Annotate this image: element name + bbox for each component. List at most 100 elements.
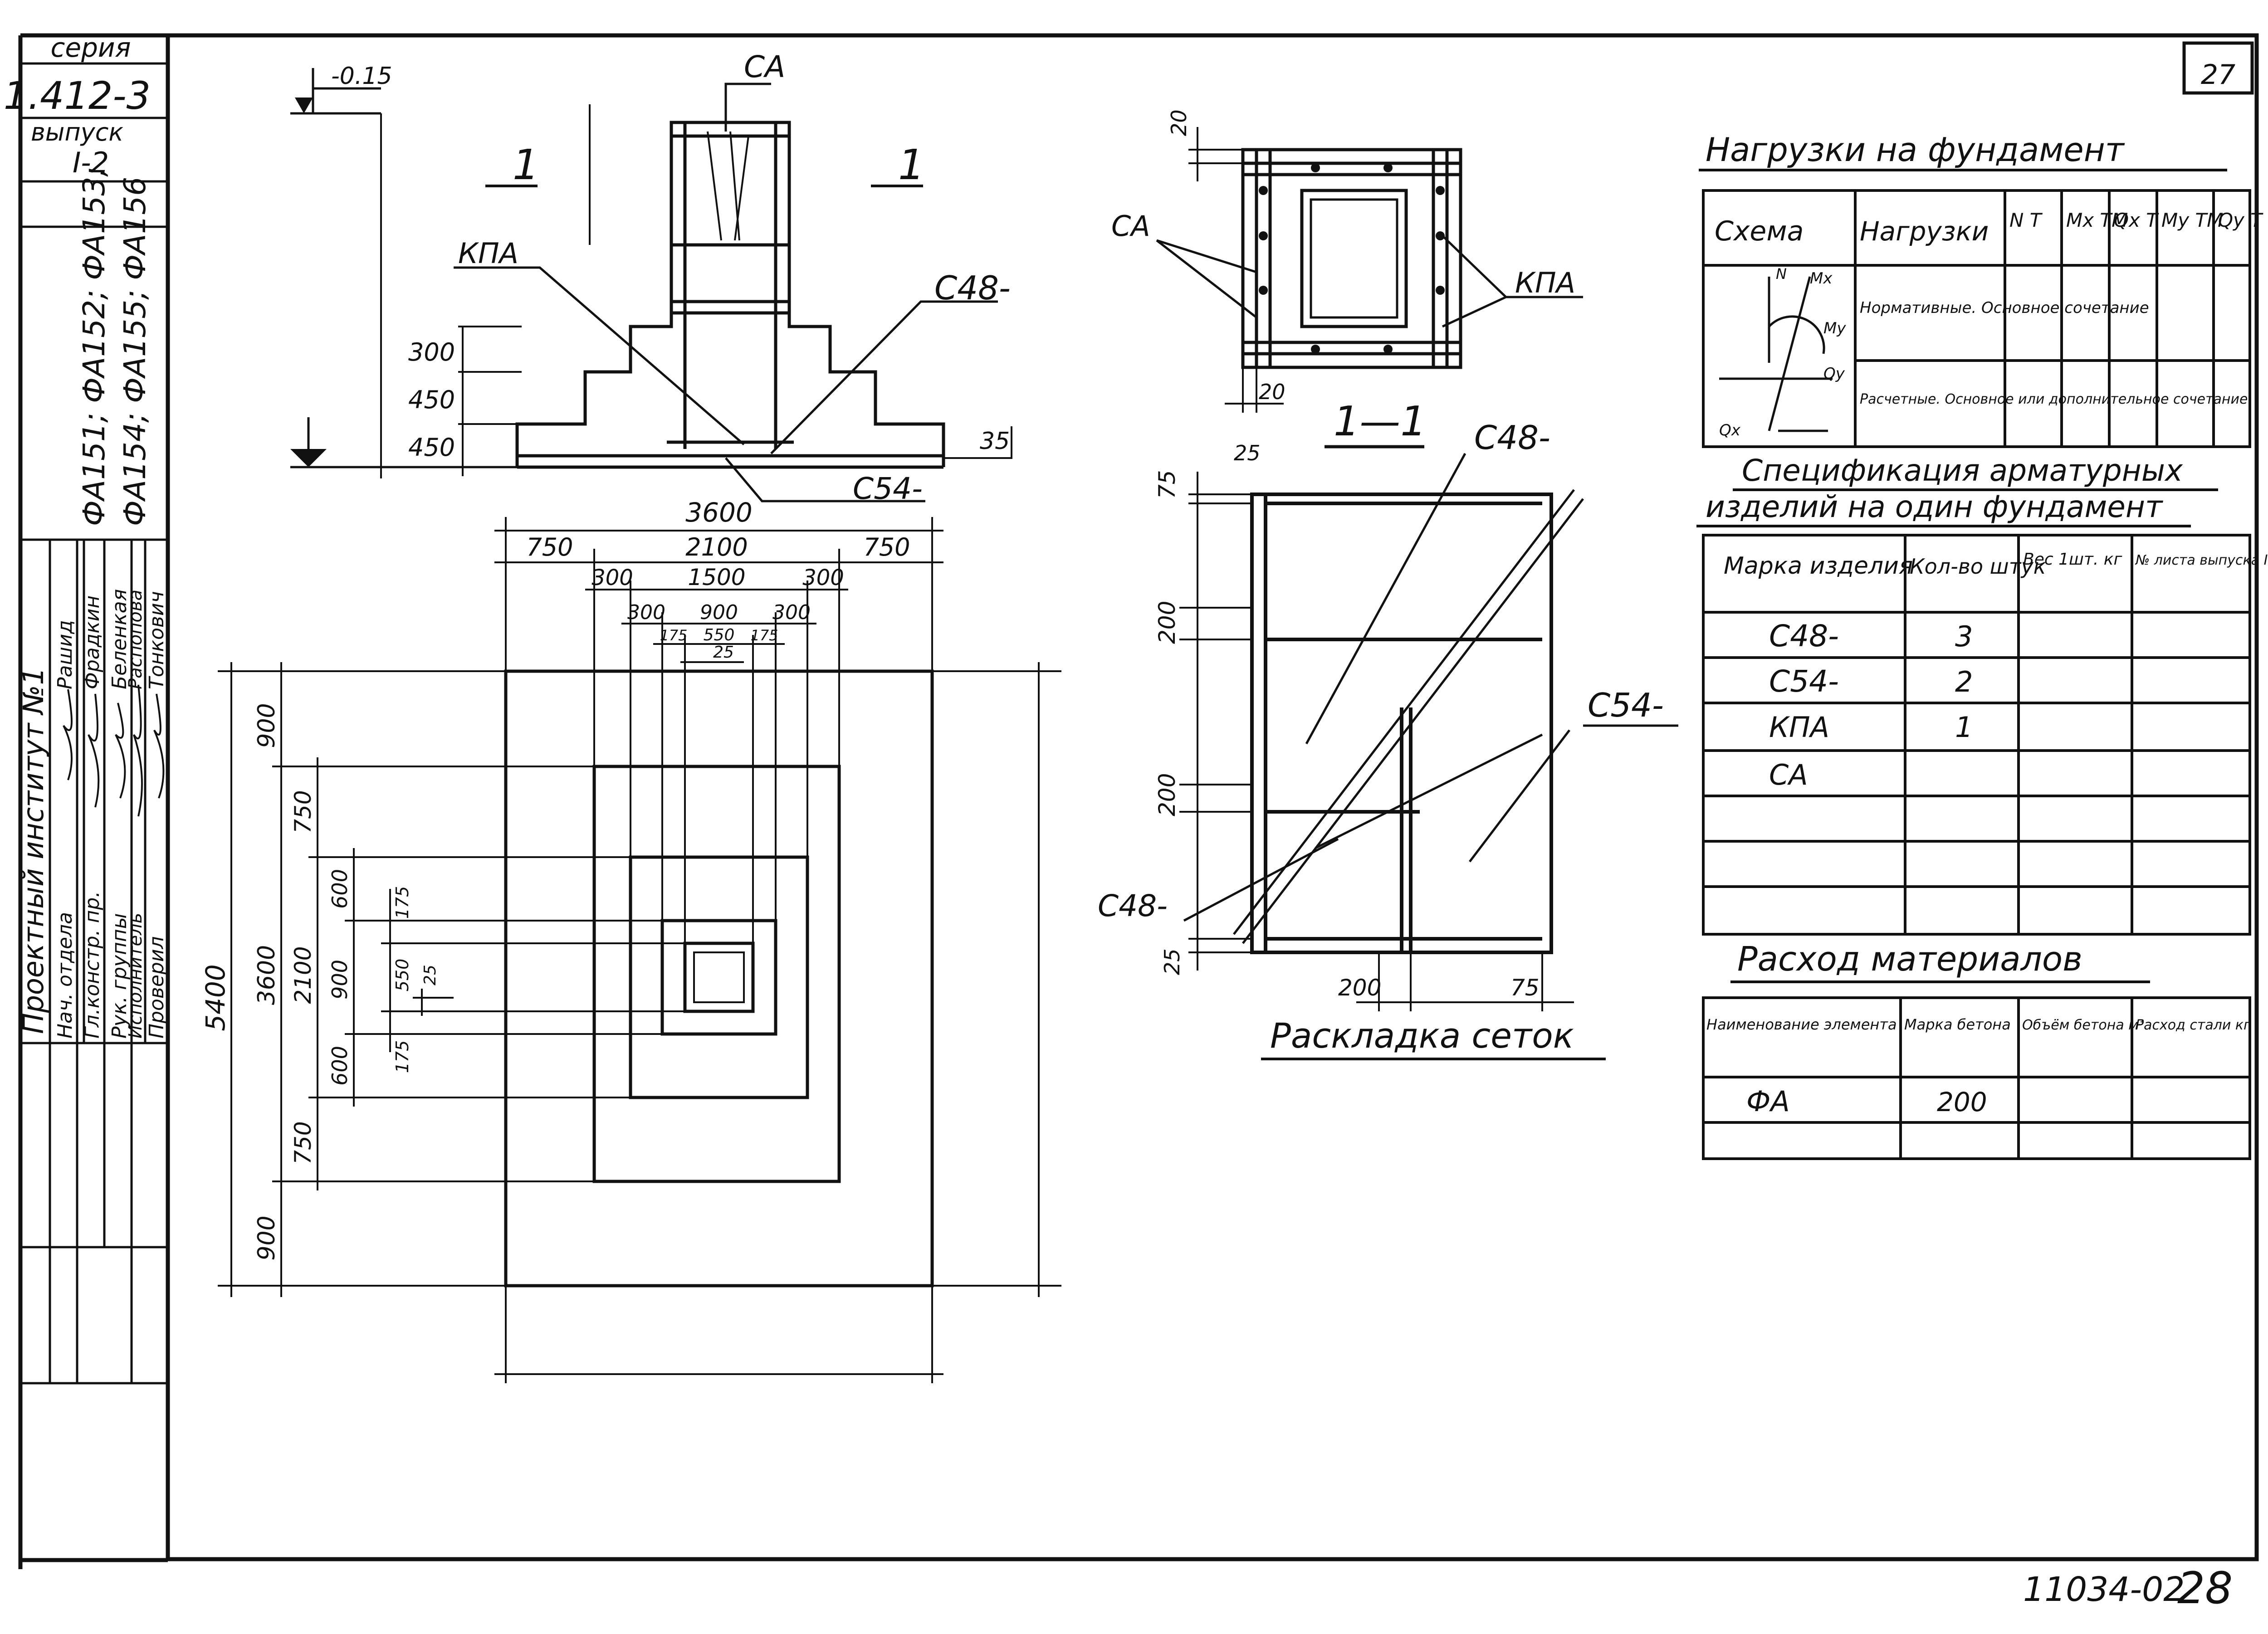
spec-title-1: Спецификация арматурных (1742, 453, 2183, 488)
spec-header-sheet: № листа выпуска II (2135, 552, 2268, 568)
plan-dim-750-right: 750 (863, 533, 910, 561)
elevation-value: -0.15 (331, 63, 392, 90)
spec-title-2: изделий на один фундамент (1706, 489, 2164, 524)
section-view: -0.15 1 1 СА КПА С48- (290, 49, 1012, 506)
plan-dim-2100-left: 2100 (290, 946, 316, 1004)
name-2: Беленкая (108, 589, 131, 689)
name-4: Тонкович (145, 591, 168, 689)
section-mark-right: 1 (898, 141, 925, 189)
mesh-top-dim-20-a: 20 (1167, 109, 1191, 136)
mesh-dim-25-bottom: 25 (1160, 948, 1184, 975)
label-c48-left: С48- (1098, 888, 1168, 923)
materials-title: Расход материалов (1737, 940, 2082, 979)
label-c54-layout: С54- (1588, 686, 1664, 724)
signatures (63, 684, 165, 817)
scheme-my: My (1823, 319, 1846, 337)
scheme-qy: Qy (1823, 365, 1845, 383)
spec-row-3-qty: 1 (1955, 711, 1973, 744)
mesh-dim-200-h: 200 (1338, 975, 1381, 1001)
plan-outlines (504, 669, 934, 1288)
plan-dim-175-b: 175 (750, 627, 778, 644)
stamp-names: Рашид Фрадкин Беленкая Распопова Тонкови… (54, 589, 168, 689)
plan-dim-300-b: 300 (802, 565, 844, 590)
spec-row-2-qty: 2 (1955, 665, 1973, 698)
loads-header-scheme: Схема (1715, 215, 1804, 247)
elevation-mark: -0.15 (290, 63, 392, 115)
spec-row-1-qty: 3 (1955, 620, 1973, 653)
materials-header-grade: Марка бетона (1904, 1016, 2011, 1033)
plan-dim-600-bottom: 600 (327, 1046, 352, 1086)
series-label: серия (51, 32, 131, 63)
label-kpa-section: КПА (458, 237, 518, 270)
step-height-1: 300 (408, 338, 455, 366)
loads-row-normative: Нормативные. Основное сочетание (1860, 299, 2149, 317)
loads-title: Нагрузки на фундамент (1706, 131, 2125, 169)
spec-row-1-mark: С48- (1769, 619, 1839, 654)
spec-header-mark: Марка изделия (1724, 552, 1913, 580)
step-height-3: 450 (408, 433, 455, 462)
spec-row-3-mark: КПА (1769, 711, 1829, 744)
label-sa-mesh: СА (1111, 210, 1150, 243)
materials-header-steel: Расход стали кг (2136, 1017, 2251, 1033)
spec-row-2-mark: С54- (1769, 664, 1839, 699)
scheme-mx: Mx (1810, 269, 1833, 288)
name-0: Рашид (54, 620, 77, 689)
plan-dim-750-top: 750 (290, 790, 316, 833)
plan-dim-900-bottom: 900 (253, 1215, 280, 1260)
plan-dim-900-mid: 900 (327, 960, 352, 1000)
plan-dim-750-left: 750 (526, 533, 573, 561)
materials-row-grade: 200 (1937, 1087, 1987, 1117)
label-c48-top: С48- (1474, 419, 1550, 457)
marks-line-2: ФА154; ФА155; ФА156 (117, 177, 152, 526)
plan-dim-750-bottom: 750 (290, 1121, 316, 1164)
issue-number: I-2 (73, 146, 109, 179)
plan-dim-300-a: 300 (591, 565, 633, 590)
spec-table: Спецификация арматурных изделий на один … (1696, 453, 2268, 936)
plan-overall-length: 5400 (200, 964, 231, 1031)
loads-header-n: N Т (2009, 209, 2043, 231)
marks-line-1: ФА151; ФА152; ФА153; (77, 167, 112, 526)
materials-row-name: ФА (1746, 1085, 1790, 1118)
role-2: Рук. группы (108, 913, 131, 1039)
role-1: Гл.констр. пр. (81, 891, 104, 1039)
sheet-frame (18, 33, 2259, 1569)
loads-row-design: Расчетные. Основное или дополнительное с… (1860, 391, 2252, 407)
plan-left-dimlines (218, 662, 1061, 1297)
spec-row-4-mark: СА (1769, 758, 1808, 791)
role-3: Исполнитель (125, 913, 146, 1039)
name-3: Распопова (125, 590, 146, 689)
mesh-top-view: СА КПА 20 20 (1111, 109, 1583, 413)
plan-top-dimlines (494, 517, 943, 1383)
foundation-section-outline (515, 121, 945, 469)
materials-table: Расход материалов Наименование элемента … (1702, 940, 2251, 1160)
materials-header-name: Наименование элемента (1706, 1016, 1897, 1033)
role-0: Нач. отдела (54, 912, 77, 1039)
loads-scheme-figure: N Mx My Qy Qx (1719, 265, 1846, 439)
plan-dim-600-top: 600 (327, 869, 352, 909)
plan-dim-900-top: 900 (253, 703, 280, 748)
plan-dim-550-left: 550 (392, 959, 412, 992)
plan-view: 3600 750 2100 750 300 1500 300 300 900 3… (200, 497, 1061, 1383)
drawing-code: 11034-02 (2023, 1570, 2185, 1609)
label-kpa-mesh: КПА (1515, 266, 1575, 299)
step-height-2: 450 (408, 385, 455, 414)
issue-label: выпуск (31, 118, 123, 146)
mesh-dim-200-a: 200 (1154, 601, 1180, 644)
plan-dim-175-a: 175 (660, 627, 687, 644)
spec-header-qty: Кол-во штук (1910, 554, 2046, 579)
loads-table: Нагрузки на фундамент Схема Нагрузки N Т… (1699, 131, 2263, 448)
mesh-layout-view: 1—1 С48- С54- С48- (1098, 398, 1678, 1060)
section-height-dims (380, 104, 591, 478)
plan-dim-175-top: 175 (392, 886, 412, 919)
role-4: Проверил (145, 936, 168, 1039)
institute-name: Проектный институт №1 (17, 667, 50, 1034)
mesh-dim-75: 75 (1154, 470, 1180, 499)
mesh-dim-200-b: 200 (1154, 773, 1180, 816)
loads-header-loads: Нагрузки (1860, 216, 1989, 247)
mesh-dim-75-h: 75 (1510, 975, 1540, 1001)
materials-header-volume: Объём бетона м³ (2022, 1017, 2144, 1033)
plan-dim-300-c: 300 (627, 601, 665, 624)
mesh-top-dim-20-b: 20 (1259, 380, 1286, 404)
spec-header-weight: Вес 1шт. кг (2023, 550, 2123, 569)
